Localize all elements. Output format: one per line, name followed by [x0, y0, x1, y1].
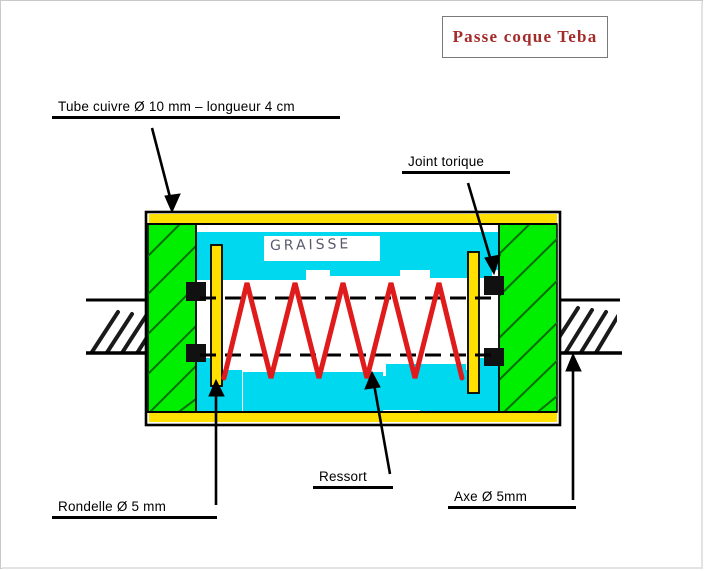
- callout-underline: [402, 171, 510, 174]
- hull-hatching-left: [86, 298, 147, 355]
- hull-block-right: [498, 223, 558, 413]
- washer-left: [210, 244, 223, 387]
- grease-label-patch: [264, 236, 380, 261]
- callout-joint-torique: Joint torique: [402, 154, 510, 174]
- callout-axe-label: Axe Ø 5mm: [454, 489, 528, 504]
- title-text: Passe coque Teba: [452, 27, 598, 46]
- callout-rondelle-label: Rondelle Ø 5 mm: [58, 499, 167, 514]
- washer-right: [467, 251, 480, 394]
- callout-underline: [448, 506, 576, 509]
- copper-tube-outline: [144, 210, 562, 427]
- spring: [221, 282, 465, 381]
- copper-tube-wall: [149, 214, 557, 422]
- callout-ressort-label: Ressort: [319, 469, 367, 484]
- callout-rondelle: Rondelle Ø 5 mm: [52, 499, 217, 519]
- callout-underline: [52, 116, 340, 119]
- hull-block-left: [147, 223, 197, 413]
- grease-label: GRAISSE: [269, 236, 352, 254]
- o-ring: [186, 276, 504, 366]
- callout-underline: [313, 486, 393, 489]
- callout-ressort: Ressort: [313, 469, 393, 489]
- callout-tube-cuivre-label: Tube cuivre Ø 10 mm – longueur 4 cm: [58, 99, 295, 114]
- callout-tube-cuivre: Tube cuivre Ø 10 mm – longueur 4 cm: [52, 99, 340, 119]
- callout-joint-torique-label: Joint torique: [408, 154, 485, 169]
- leader-lines: [150, 127, 582, 505]
- title-box: Passe coque Teba: [442, 16, 608, 58]
- hull-hatching-right: [558, 298, 622, 355]
- callout-underline: [52, 516, 217, 519]
- callout-axe: Axe Ø 5mm: [448, 489, 576, 509]
